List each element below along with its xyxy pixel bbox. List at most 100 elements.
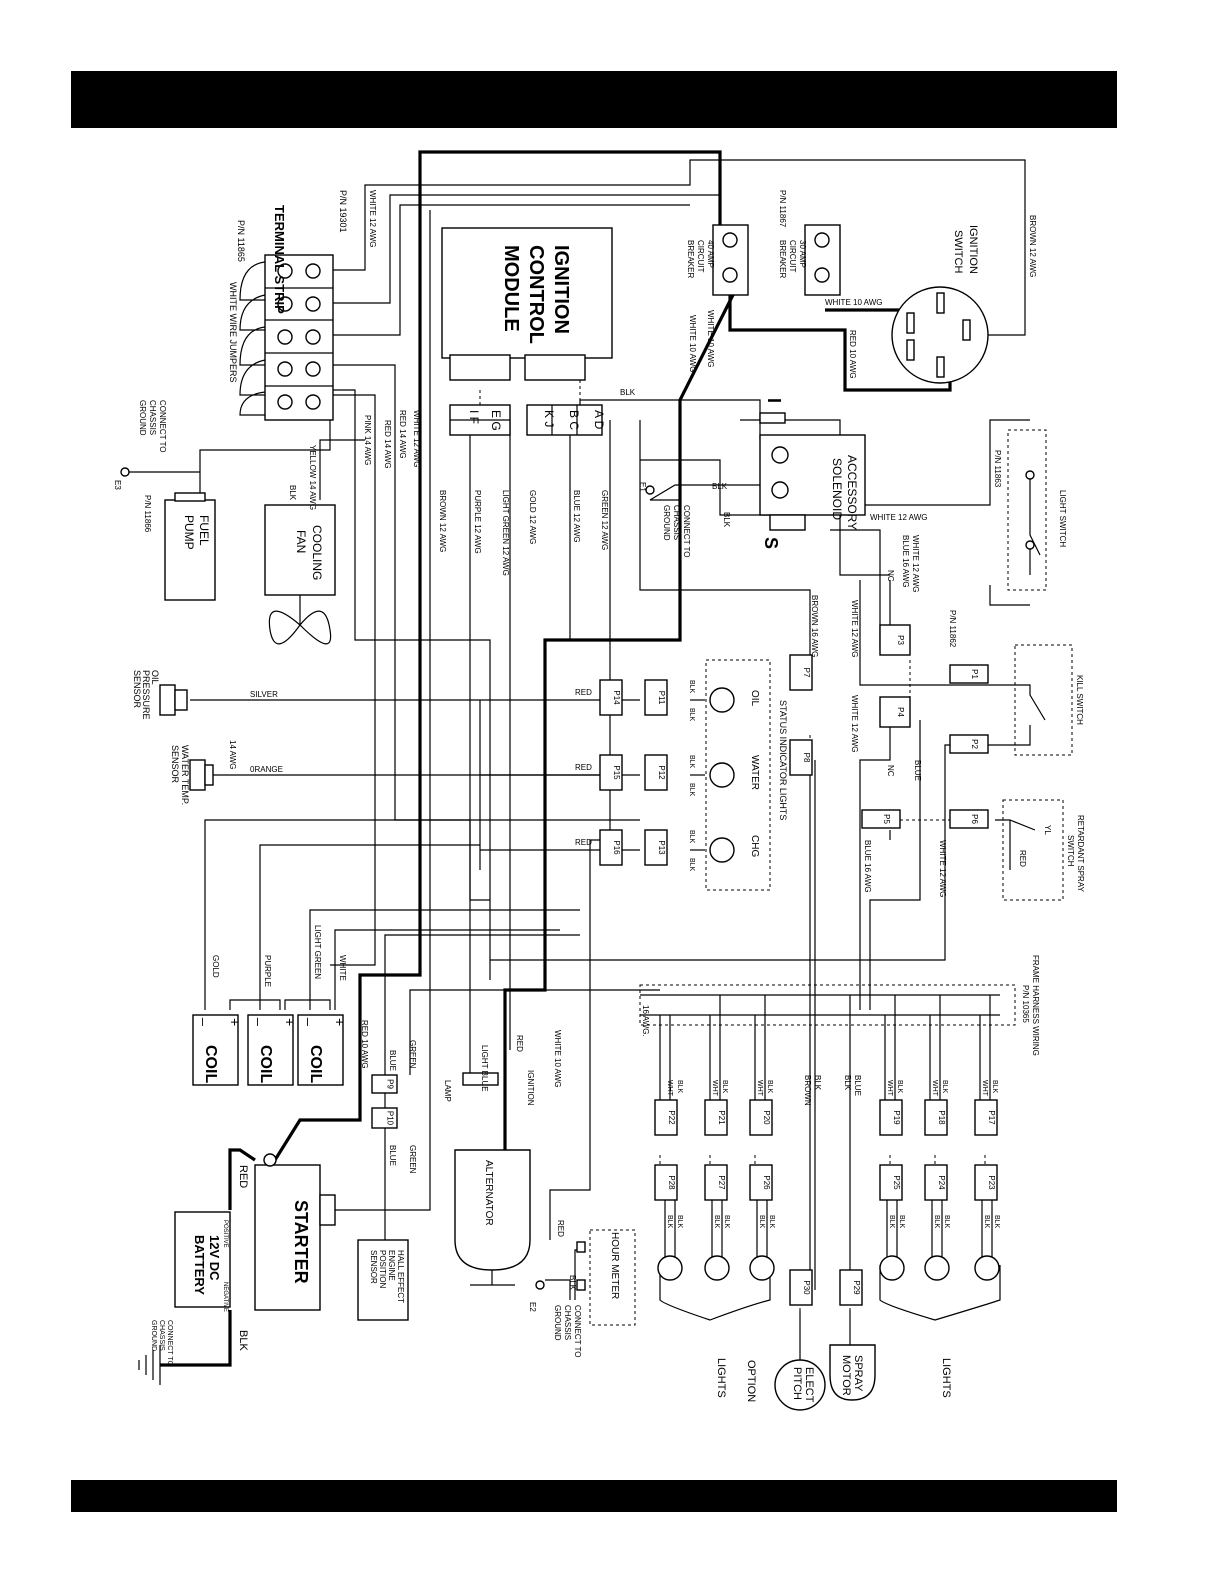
wire-label-orange: 0RANGE bbox=[250, 765, 283, 774]
connector-label: P21 bbox=[717, 1110, 726, 1125]
connector-label: P2 bbox=[970, 739, 979, 749]
kill-switch-label: KILL SWITCH bbox=[1075, 675, 1084, 725]
connector-p13: P13 bbox=[644, 829, 668, 866]
connector-label: P17 bbox=[987, 1110, 996, 1125]
connector-p15: P15 bbox=[599, 754, 623, 791]
connector-box bbox=[949, 664, 989, 684]
ground-e1-note-1: CONNECT TO bbox=[682, 505, 691, 557]
cooling-fan-label-1: COOLING bbox=[310, 525, 324, 580]
wire-label-white12-e: WHITE 12 AWG bbox=[850, 695, 859, 753]
retardant-switch: RETARDANT SPRAY SWITCH YL RED bbox=[995, 815, 1085, 893]
nc-label-p4: NC bbox=[886, 765, 895, 777]
ground-e3-note-1: CONNECT TO bbox=[158, 400, 167, 452]
wire-label-p18-wht: WHT bbox=[931, 1080, 938, 1097]
wire-label-white10-b: WHITE 10 AWG bbox=[706, 310, 715, 368]
chg-light-label: CHG bbox=[749, 835, 760, 857]
connector-p19: P19 bbox=[879, 1099, 903, 1136]
wire-label-silver: SILVER bbox=[250, 690, 278, 699]
wire-label-p23-blk-b: BLK bbox=[993, 1215, 1000, 1229]
connector-p21: P21 bbox=[704, 1099, 728, 1136]
wire-label-blue-bus: BLUE bbox=[853, 1075, 862, 1096]
wire-label-white14: WHITE 12 AWG bbox=[412, 410, 421, 468]
wire-label-p13-blk-b: BLK bbox=[688, 858, 695, 872]
connector-box bbox=[644, 679, 668, 716]
ground-e3: E3 bbox=[113, 480, 122, 490]
pin-bc: B C bbox=[567, 410, 581, 430]
wire-label-blk-e1: BLK bbox=[712, 482, 728, 491]
connector-box bbox=[789, 654, 813, 691]
ignition-switch-label-2: SWITCH bbox=[952, 230, 964, 273]
connector-p25: P25 bbox=[879, 1164, 903, 1201]
wire-label-p22-blk: BLK bbox=[676, 1080, 683, 1094]
hall-label-2: ENGINE bbox=[387, 1250, 396, 1281]
wire-label-red-alt: RED bbox=[515, 1035, 524, 1052]
wire-label-red-p14: RED bbox=[575, 688, 592, 697]
connector-box bbox=[644, 829, 668, 866]
module-title-1: IGNITION bbox=[550, 245, 572, 334]
wire-label-p12-blk-b: BLK bbox=[688, 783, 695, 797]
connector-p22: P22 bbox=[654, 1099, 678, 1136]
wire-label-red-p16: RED bbox=[575, 838, 592, 847]
terminal-strip: TERMINAL STRIP P/N 11865 P/N 19301 WHITE… bbox=[228, 190, 348, 421]
breaker-pn: P/N 11867 bbox=[778, 190, 787, 228]
connector-label: P5 bbox=[882, 814, 891, 824]
wire-label-p26-blk-b: BLK bbox=[768, 1215, 775, 1229]
retardant-label-2: SWITCH bbox=[1066, 835, 1075, 867]
coil-2-plus: + bbox=[282, 1018, 298, 1026]
wire-label-red-hour: RED bbox=[556, 1220, 565, 1237]
coil-3-label: COIL bbox=[307, 1045, 324, 1083]
connector-box bbox=[704, 1164, 728, 1201]
wire-label-p27-blk-b: BLK bbox=[723, 1215, 730, 1229]
jumper-pn: P/N 19301 bbox=[338, 190, 348, 233]
wire-label-p23-blk-a: BLK bbox=[983, 1215, 990, 1229]
wire-label-blue-p10: BLUE bbox=[388, 1145, 397, 1166]
spray-motor-label-2: MOTOR bbox=[840, 1355, 852, 1396]
wire-label-p18-blk: BLK bbox=[941, 1080, 948, 1094]
connector-box bbox=[644, 754, 668, 791]
oil-sensor-label-3: SENSOR bbox=[132, 670, 142, 709]
wire-label-p19-blk: BLK bbox=[896, 1080, 903, 1094]
battery-ground-note-2: CHASSIS bbox=[158, 1320, 165, 1351]
connector-label: P16 bbox=[612, 840, 621, 855]
light-switch-pn: P/N 11863 bbox=[993, 450, 1002, 488]
hall-sensor: HALL EFFECT ENGINE POSITION SENSOR bbox=[357, 1239, 409, 1321]
wire-label-blue16-b: BLUE 16 AWG bbox=[863, 840, 872, 893]
connector-box bbox=[924, 1164, 948, 1201]
ground-e2: E2 bbox=[528, 1302, 537, 1312]
coil-1-minus: _ bbox=[202, 1017, 218, 1026]
wire-label-p11-blk-b: BLK bbox=[688, 708, 695, 722]
status-lights-title: STATUS INDICATOR LIGHTS bbox=[778, 700, 788, 820]
wire-label-red10-b: RED 10 AWG bbox=[360, 1020, 369, 1069]
connector-box bbox=[371, 1107, 398, 1129]
accessory-solenoid: ACCESSORY SOLENOID I S bbox=[759, 398, 866, 549]
connector-label: P11 bbox=[657, 691, 666, 705]
connector-p9: P9 bbox=[371, 1074, 398, 1094]
connector-p17: P17 bbox=[974, 1099, 998, 1136]
ignition-control-module: IGNITION CONTROL MODULE E G I F A D B C … bbox=[441, 227, 613, 436]
jumper-label: WHITE WIRE JUMPERS bbox=[228, 282, 238, 383]
ground-e3-note-3: GROUND bbox=[138, 400, 147, 436]
solenoid-terminal-s: S bbox=[761, 537, 781, 549]
ignition-switch-label-1: IGNITION bbox=[967, 225, 979, 274]
hall-label-4: SENSOR bbox=[369, 1250, 378, 1284]
wire-label-red14-b: RED 14 AWG bbox=[398, 410, 407, 459]
ignition-switch: IGNITION SWITCH bbox=[891, 225, 989, 384]
wire-label-p24-blk-a: BLK bbox=[933, 1215, 940, 1229]
coil-3-minus: _ bbox=[307, 1017, 323, 1026]
lamp-label: LAMP bbox=[443, 1080, 452, 1102]
wire-label-blk-fan: BLK bbox=[288, 485, 297, 501]
connector-label: P18 bbox=[937, 1110, 946, 1125]
terminal-strip-title: TERMINAL STRIP bbox=[272, 205, 287, 314]
connector-label: P8 bbox=[802, 753, 811, 763]
spray-motor: SPRAY MOTOR bbox=[829, 1344, 876, 1401]
alternator: ALTERNATOR LAMP IGNITION bbox=[443, 1070, 535, 1286]
fuel-pump-pn: P/N 11866 bbox=[143, 495, 152, 533]
wire-label-purple: PURPLE bbox=[263, 955, 272, 987]
connector-label: P4 bbox=[896, 707, 905, 717]
connector-p4: P4 bbox=[879, 696, 911, 728]
wire-label-blk-e1b: BLK bbox=[722, 512, 731, 528]
ignition-label: IGNITION bbox=[526, 1070, 535, 1106]
wire-label-brown16-a: BROWN 16 AWG bbox=[810, 595, 819, 657]
wire-label-p28-blk-b: BLK bbox=[676, 1215, 683, 1229]
connector-box bbox=[879, 1099, 903, 1136]
